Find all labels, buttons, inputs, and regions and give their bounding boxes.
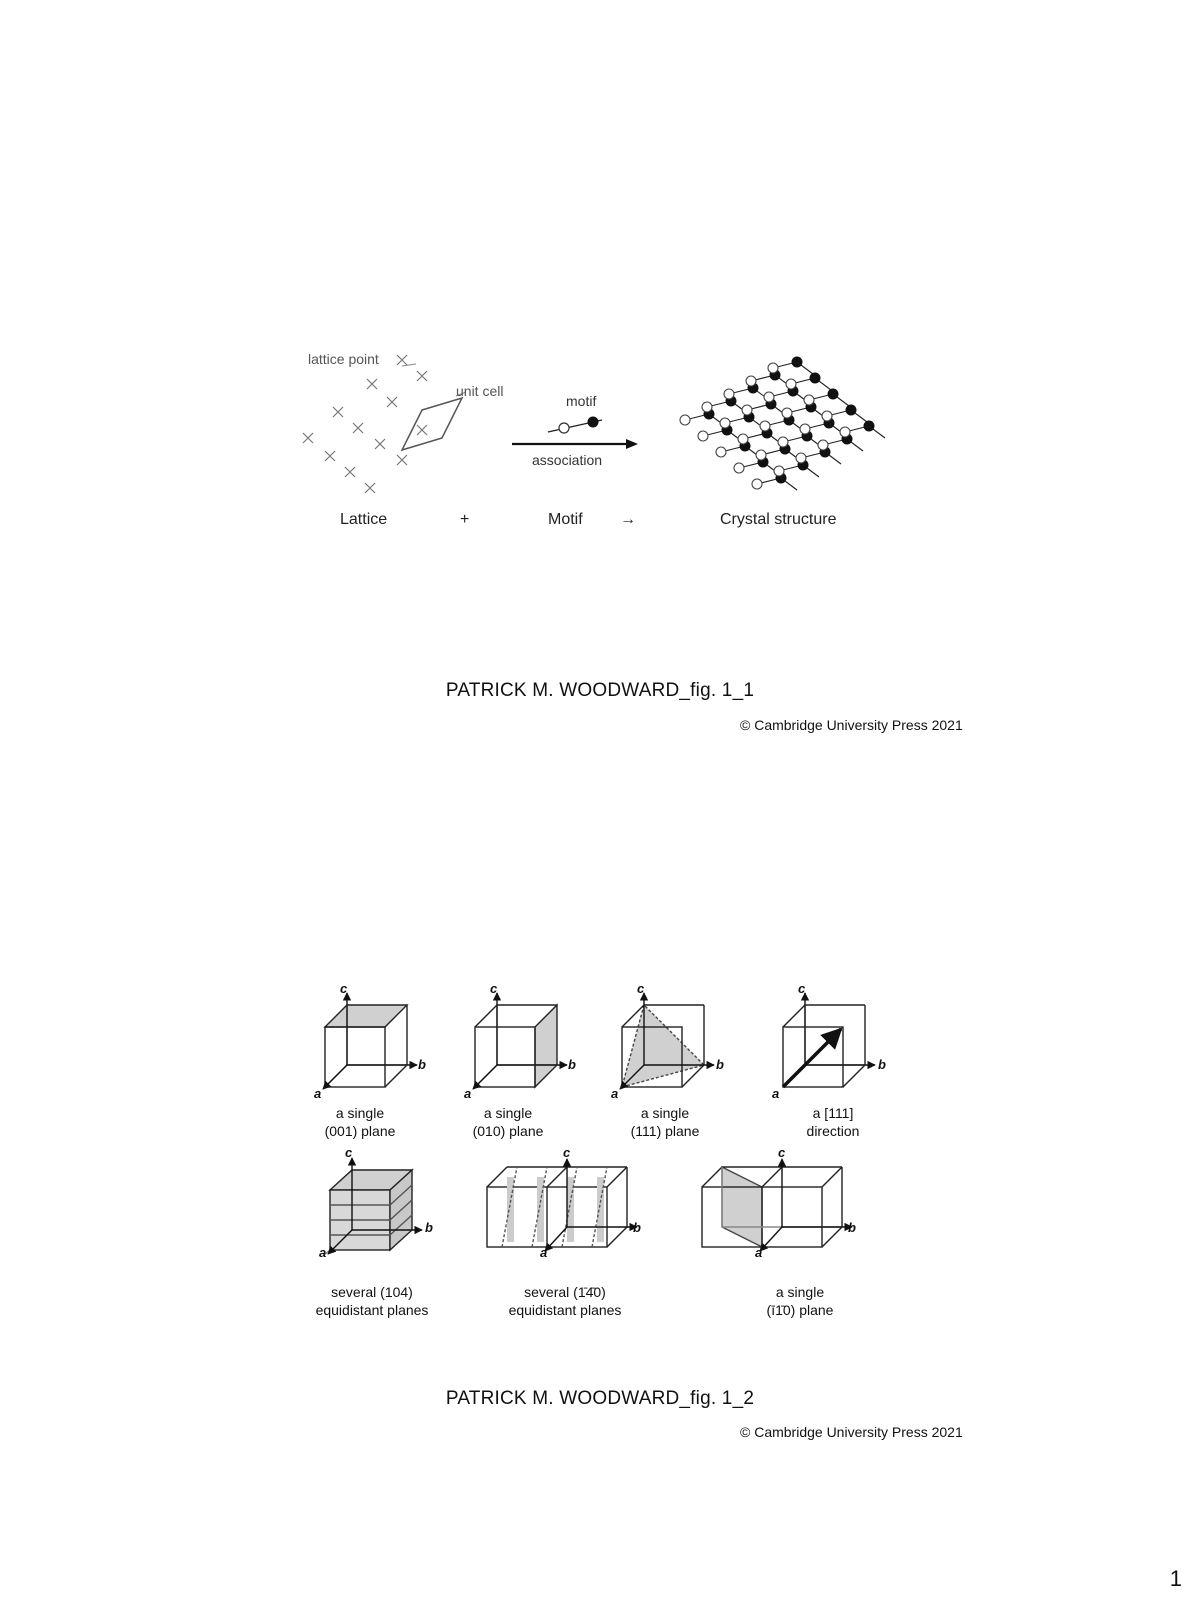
axis-label-a: a	[464, 1086, 471, 1101]
lattice-label: Lattice	[340, 511, 387, 528]
lattice-point-cross	[364, 482, 376, 494]
crystal-open-atom	[817, 439, 829, 451]
crystal-open-atom	[777, 436, 789, 448]
crystal-open-atom	[759, 420, 771, 432]
cube-111-direction	[781, 992, 876, 1089]
figure-2-diagram: c b a c b a c b a c b a c b a c b a c b …	[314, 985, 886, 1260]
cube-001-plane	[322, 992, 418, 1090]
unit-cell-outline	[400, 396, 464, 452]
crystal-open-atom	[839, 426, 851, 438]
cube-111-plane	[619, 992, 715, 1090]
crystal-open-atom	[781, 407, 793, 419]
crystal-open-atom	[697, 430, 709, 442]
crystal-open-atom	[733, 462, 745, 474]
crystal-open-atom	[763, 391, 775, 403]
panel-label-001: a single (001) plane	[324, 1105, 396, 1139]
panel-label-111-plane: a single (111) plane	[630, 1105, 700, 1139]
figure-2-caption: PATRICK M. WOODWARD_fig. 1_2	[445, 1388, 755, 1409]
lattice-point-cross	[352, 422, 364, 434]
crystal-open-atom	[821, 410, 833, 422]
axis-label-c: c	[490, 985, 498, 996]
cube-104-planes	[323, 1157, 423, 1256]
crystal-filled-atom	[863, 420, 875, 432]
lattice-point-label: lattice point	[308, 351, 379, 367]
crystal-open-atom	[795, 452, 807, 464]
lattice-point-cross	[374, 438, 386, 450]
panel-label-010: a single (010) plane	[472, 1105, 544, 1139]
lattice-point-cross	[332, 406, 344, 418]
lattice-point-cross	[324, 450, 336, 462]
axis-label-b: b	[848, 1220, 856, 1235]
crystal-open-atom	[751, 478, 763, 490]
lattice-point-cross	[416, 370, 428, 382]
axis-label-c: c	[563, 1145, 571, 1160]
motif-icon	[547, 416, 603, 434]
association-arrow	[512, 439, 638, 449]
crystal-open-atom	[719, 417, 731, 429]
crystal-open-atom	[767, 362, 779, 374]
crystal-open-atom	[701, 401, 713, 413]
axis-label-c: c	[798, 985, 806, 996]
panel-label-104: several (104) equidistant planes	[315, 1284, 429, 1318]
arrow-sign: →	[620, 511, 636, 528]
lattice-points	[302, 354, 428, 494]
association-label: association	[532, 452, 602, 468]
axis-label-c: c	[637, 985, 645, 996]
panel-label-111-direction: a [111] direction	[806, 1105, 860, 1139]
crystal-filled-atom	[845, 404, 857, 416]
axis-label-c: c	[340, 985, 348, 996]
axis-label-a: a	[755, 1245, 762, 1260]
crystal-open-atom	[799, 423, 811, 435]
crystal-filled-atom	[809, 372, 821, 384]
panel-label-140: several (1̄4̄0) equidistant planes	[508, 1284, 622, 1318]
crystal-open-atom	[755, 449, 767, 461]
axis-label-a: a	[319, 1245, 326, 1260]
box-140-planes	[486, 1158, 638, 1252]
crystal-structure-label: Crystal structure	[720, 511, 837, 528]
axis-label-b: b	[568, 1057, 576, 1072]
motif-label: Motif	[548, 511, 583, 528]
axis-label-c: c	[345, 1145, 353, 1160]
axis-label-a: a	[540, 1245, 547, 1260]
unit-cell-label: unit cell	[456, 383, 503, 399]
crystal-structure-network	[679, 356, 886, 491]
crystal-open-atom	[737, 433, 749, 445]
crystal-filled-atom	[791, 356, 803, 368]
figure-1-copyright: © Cambridge University Press 2021	[740, 717, 963, 733]
axis-label-b: b	[425, 1220, 433, 1235]
lattice-point-cross	[302, 432, 314, 444]
lattice-point-cross	[366, 378, 378, 390]
crystal-open-atom	[723, 388, 735, 400]
lattice-point-cross	[416, 424, 428, 436]
axis-label-a: a	[314, 1086, 321, 1101]
figure-1-diagram: lattice point unit cell motif associatio…	[302, 351, 886, 528]
lattice-point-cross	[396, 354, 408, 366]
page-number: 1	[1169, 1566, 1182, 1591]
figure-1-caption: PATRICK M. WOODWARD_fig. 1_1	[445, 680, 755, 701]
plus-sign: +	[460, 511, 469, 528]
box-1-10-plane	[701, 1158, 853, 1252]
crystal-open-atom	[773, 465, 785, 477]
axis-label-b: b	[418, 1057, 426, 1072]
crystal-open-atom	[679, 414, 691, 426]
crystal-open-atom	[715, 446, 727, 458]
axis-label-a: a	[611, 1086, 618, 1101]
crystal-open-atom	[745, 375, 757, 387]
axis-label-c: c	[778, 1145, 786, 1160]
crystal-open-atom	[741, 404, 753, 416]
axis-label-a: a	[772, 1086, 779, 1101]
lattice-point-cross	[386, 396, 398, 408]
motif-small-label: motif	[566, 393, 596, 409]
axis-label-b: b	[878, 1057, 886, 1072]
axis-label-b: b	[633, 1220, 641, 1235]
lattice-point-cross	[344, 466, 356, 478]
crystal-filled-atom	[827, 388, 839, 400]
lattice-point-cross	[396, 454, 408, 466]
figure-2-copyright: © Cambridge University Press 2021	[740, 1424, 963, 1440]
crystal-open-atom	[785, 378, 797, 390]
cube-010-plane	[472, 992, 568, 1090]
panel-label-1-10: a single (ī1̄0) plane	[766, 1284, 834, 1318]
crystal-open-atom	[803, 394, 815, 406]
axis-label-b: b	[716, 1057, 724, 1072]
